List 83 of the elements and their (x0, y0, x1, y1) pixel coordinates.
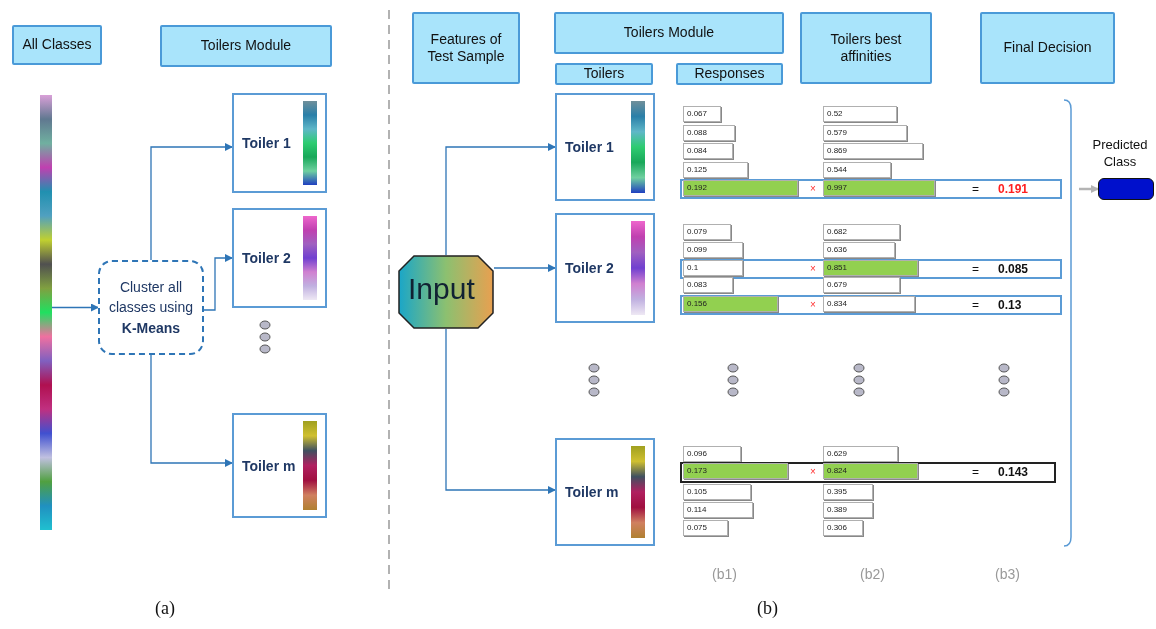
panel-label: (b) (757, 598, 778, 619)
response-bar: 0.083 (683, 277, 733, 293)
toiler-label: Toiler 1 (242, 135, 291, 151)
arrow (493, 264, 556, 272)
class-label: Predicted Class (1091, 136, 1149, 170)
header-box: Toilers Module (160, 25, 332, 67)
toiler-label: Toiler m (565, 484, 619, 500)
result-value: 0.143 (998, 464, 1029, 480)
affinity-bar: 0.997 (823, 180, 935, 196)
equals-sign: = (972, 181, 979, 197)
result-value: 0.085 (998, 261, 1029, 277)
panel-label: (b1) (712, 566, 737, 582)
response-bar: 0.096 (683, 446, 741, 462)
arrow (150, 143, 233, 261)
toiler-box (555, 93, 655, 201)
response-bar: 0.173 (683, 463, 788, 479)
header-box: Toilers Module (554, 12, 784, 54)
color-bar (40, 95, 52, 530)
response-bar: 0.075 (683, 520, 728, 536)
response-bar: 0.192 (683, 180, 798, 196)
header-box: All Classes (12, 25, 102, 65)
arrow (150, 354, 233, 467)
panel-label: (b3) (995, 566, 1020, 582)
response-bar: 0.079 (683, 224, 731, 240)
response-bar: 0.067 (683, 106, 721, 122)
product-row (680, 295, 1062, 315)
result-value: 0.191 (998, 181, 1029, 197)
result-value: 0.13 (998, 297, 1022, 313)
arrow (203, 254, 233, 311)
header-box: Features of Test Sample (412, 12, 520, 84)
header-box: Final Decision (980, 12, 1115, 84)
header-box: Toilers best affinities (800, 12, 932, 84)
arrow (445, 143, 556, 256)
response-bar: 0.105 (683, 484, 751, 500)
cluster-box: Cluster all classes using K-Means (98, 260, 204, 355)
header-box: Responses (676, 63, 783, 85)
response-bar: 0.084 (683, 143, 733, 159)
affinity-bar: 0.834 (823, 296, 915, 312)
toiler-label: Toiler 2 (242, 250, 291, 266)
affinity-bar: 0.395 (823, 484, 873, 500)
multiply-sign: × (810, 298, 816, 312)
toiler-box (232, 208, 327, 308)
multiply-sign: × (810, 465, 816, 479)
response-bar: 0.1 (683, 260, 743, 276)
affinity-bar: 0.389 (823, 502, 873, 518)
affinity-bar: 0.52 (823, 106, 897, 122)
arrow (51, 303, 99, 312)
product-row (680, 179, 1062, 199)
affinity-bar: 0.579 (823, 125, 907, 141)
response-bar: 0.114 (683, 502, 753, 518)
affinity-bar: 0.869 (823, 143, 923, 159)
arrow (445, 328, 556, 494)
affinity-bar: 0.636 (823, 242, 895, 258)
affinity-bar: 0.306 (823, 520, 863, 536)
panel-label: (a) (155, 598, 175, 619)
equals-sign: = (972, 464, 979, 480)
toiler-label: Toiler 1 (565, 139, 614, 155)
multiply-sign: × (810, 262, 816, 276)
toiler-box (232, 413, 327, 518)
toiler-box (555, 213, 655, 323)
header-box: Toilers (555, 63, 653, 85)
affinity-bar: 0.851 (823, 260, 918, 276)
affinity-bar: 0.679 (823, 277, 900, 293)
response-bar: 0.125 (683, 162, 748, 178)
panel-label: (b2) (860, 566, 885, 582)
equals-sign: = (972, 261, 979, 277)
response-bar: 0.099 (683, 242, 743, 258)
toiler-box (232, 93, 327, 193)
multiply-sign: × (810, 182, 816, 196)
affinity-bar: 0.824 (823, 463, 918, 479)
toiler-box (555, 438, 655, 546)
affinity-bar: 0.629 (823, 446, 898, 462)
toiler-label: Toiler m (242, 457, 296, 474)
product-row (680, 462, 1056, 483)
equals-sign: = (972, 297, 979, 313)
affinity-bar: 0.544 (823, 162, 891, 178)
affinity-bar: 0.682 (823, 224, 900, 240)
response-bar: 0.156 (683, 296, 778, 312)
response-bar: 0.088 (683, 125, 735, 141)
product-row (680, 259, 1062, 279)
arrow (1079, 185, 1099, 193)
input-label: Input (408, 272, 475, 306)
toiler-label: Toiler 2 (565, 260, 614, 276)
